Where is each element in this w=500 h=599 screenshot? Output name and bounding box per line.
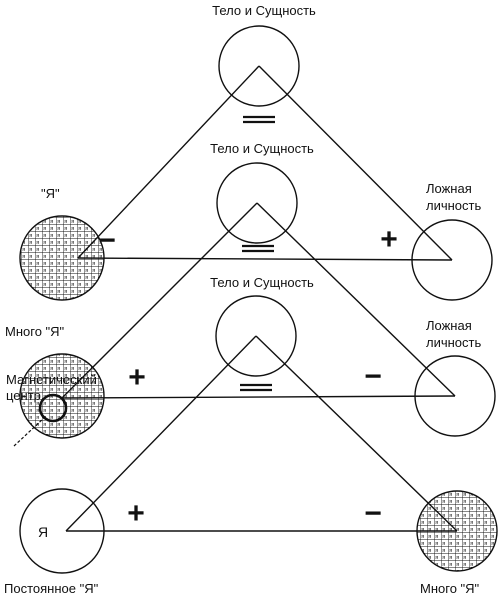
- many-ya-left-label: Много "Я": [5, 324, 65, 339]
- magnetic-center-ring: [38, 393, 68, 423]
- permanent-ya-label: Постоянное "Я": [4, 581, 99, 596]
- double-bar-1: [243, 115, 275, 124]
- triangle-1: [77, 65, 453, 261]
- sign-level2-right: −: [364, 360, 382, 393]
- sign-level1-right: +: [380, 223, 398, 256]
- sign-level1-left: −: [98, 224, 116, 257]
- body-essence-label-1: Тело и Сущность: [212, 3, 316, 18]
- sign-level3-right: −: [364, 497, 382, 530]
- body-essence-label-2: Тело и Сущность: [210, 141, 314, 156]
- sign-level3-left: +: [127, 497, 145, 530]
- ya-quoted-label: "Я": [41, 186, 60, 201]
- many-ya-grid-circle-left: [19, 353, 105, 439]
- body-essence-label-3: Тело и Сущность: [210, 275, 314, 290]
- many-ya-right-label: Много "Я": [420, 581, 480, 596]
- double-bar-3: [240, 383, 272, 392]
- double-bar-2: [242, 244, 274, 253]
- sign-level2-left: +: [128, 361, 146, 394]
- ya-plain-label: Я: [38, 524, 48, 540]
- magnetic-center-pointer: [13, 417, 45, 447]
- triangle-3: [65, 335, 458, 532]
- triangle-2: [61, 202, 456, 399]
